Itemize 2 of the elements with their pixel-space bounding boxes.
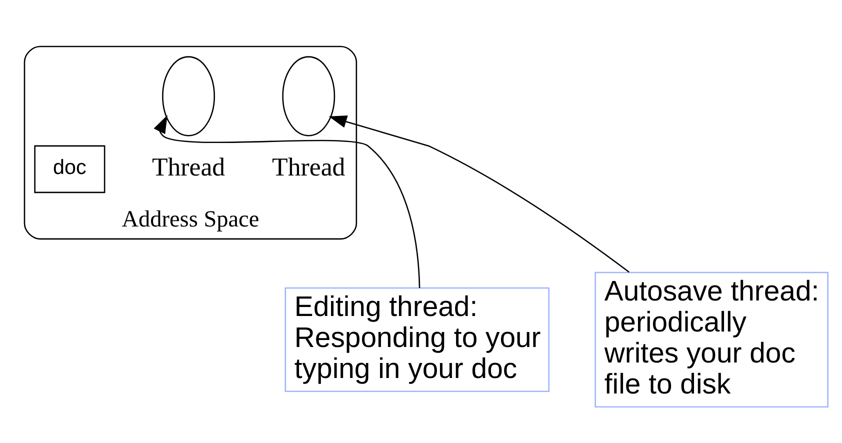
node-label: Thread (152, 152, 226, 182)
node-label: Thread (272, 152, 346, 182)
